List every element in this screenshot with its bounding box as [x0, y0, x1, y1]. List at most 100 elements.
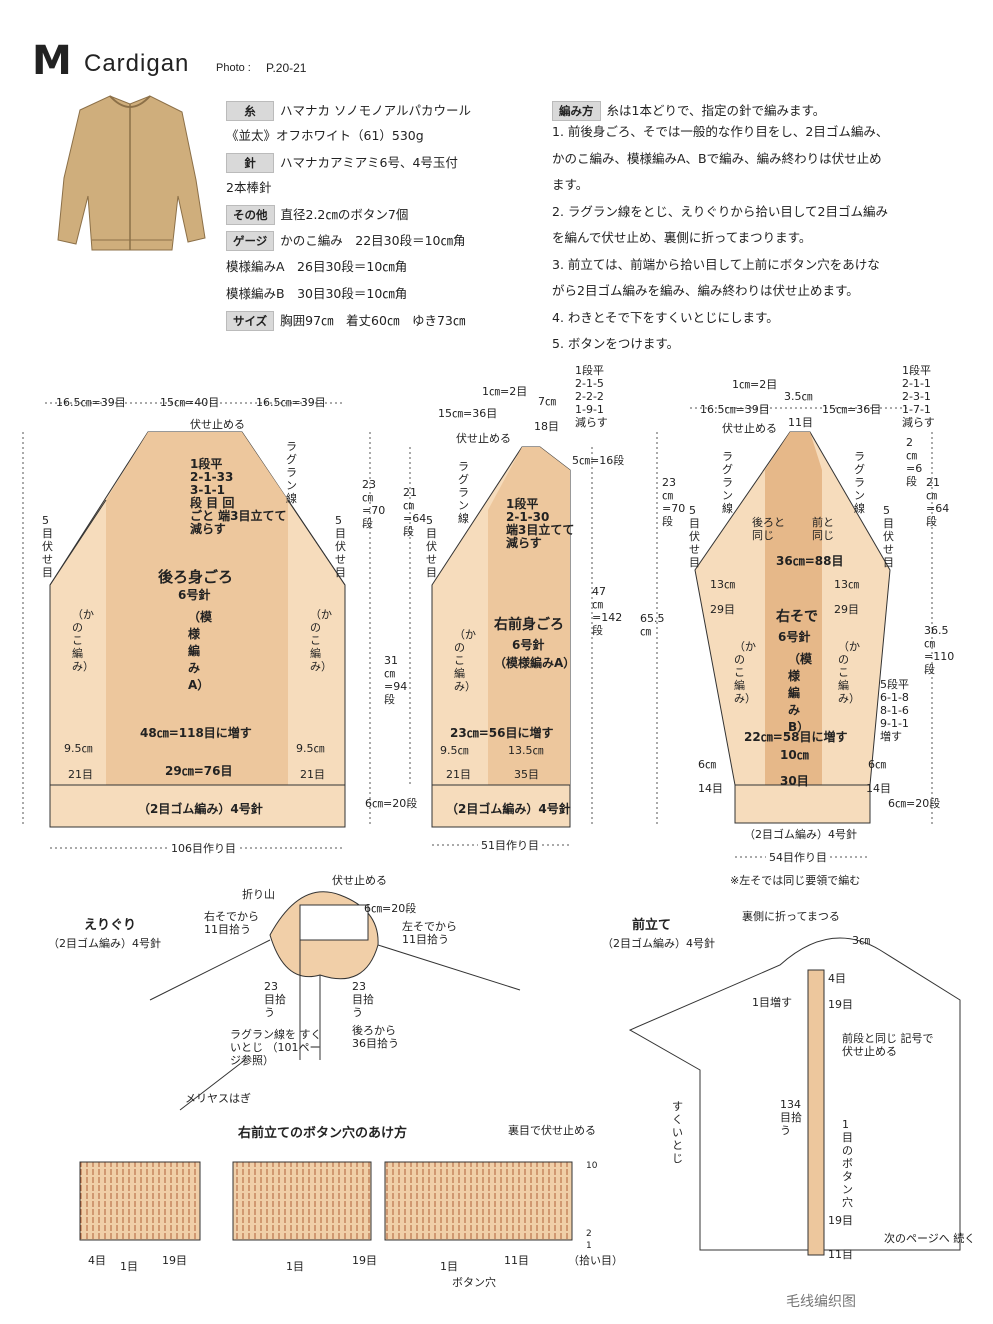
gauge-tag: ゲージ: [226, 231, 275, 251]
sleeve-bind-off: 伏せ止める: [722, 422, 777, 435]
dec-line: 端3目立てて: [506, 523, 575, 537]
method-tag: 編み方: [552, 101, 601, 121]
front-cast-on: 51目作り目: [478, 839, 542, 852]
size-tag: サイズ: [226, 311, 275, 331]
buttonhole-chart: [384, 1161, 573, 1241]
sleeve-raglan-left: ラグラン線: [722, 450, 733, 515]
other-tag: その他: [226, 205, 275, 225]
sleeve-edge-right2: 14目: [866, 782, 891, 795]
buttonhole-label: 11目: [504, 1254, 529, 1267]
cardigan-photo: [57, 95, 206, 251]
band-hole: 1目のボタン穴: [842, 1118, 853, 1209]
dec-line: 1段平: [190, 457, 223, 471]
dec-line: 1段平: [902, 364, 931, 377]
front-increase: 23㎝=56目に増す: [450, 726, 554, 740]
sleeve-left-w2: 29目: [710, 603, 735, 616]
band-title: 前立て: [632, 918, 672, 933]
front-top1: 1㎝=2目: [482, 385, 528, 398]
back-decrease: 1段平 2-1-33 3-1-1 段 目 回 ごと 端3目立てて 減らす: [190, 458, 287, 536]
buttonhole-chart: [79, 1161, 201, 1241]
sleeve-kanoko-right: （かのこ編み）: [838, 640, 860, 705]
front-decrease: 1段平 2-1-30 端3目立てて 減らす: [506, 498, 574, 550]
neck-sub: （2目ゴム編み）4号針: [48, 937, 161, 950]
sleeve-side-left: 5目伏せ目: [689, 504, 700, 569]
band-bind: 前段と同じ 記号で伏せ止める: [842, 1032, 934, 1058]
buttonhole-title: 右前立てのボタン穴のあけ方: [238, 1126, 408, 1141]
method-line: を編んで伏せ止め、裏側に折ってまつります。: [552, 230, 812, 245]
yarn-row-2: 《並太》オフホワイト（61）530g: [226, 128, 424, 143]
watermark: 毛线编织图: [786, 1294, 856, 1310]
neck-bind-off: 伏せ止める: [332, 874, 387, 887]
dec-line: 段 目 回: [190, 496, 235, 510]
sleeve-rib: （2目ゴム編み）4号針: [744, 828, 857, 841]
sleeve-right-w2: 29目: [834, 603, 859, 616]
back-increase: 48㎝=118目に増す: [140, 726, 252, 740]
method-header: 編み方糸は1本どりで、指定の針で編みます。: [552, 101, 825, 121]
front-bind-off: 伏せ止める: [456, 432, 511, 445]
front-raglan: ラグラン線: [458, 460, 469, 525]
back-left-w1: 9.5㎝: [64, 742, 93, 755]
sleeve-increase: 22㎝=58目に増す: [744, 730, 848, 744]
front-w3: 13.5㎝: [508, 744, 544, 757]
back-h1: 23㎝=70段: [362, 478, 386, 530]
buttonhole-row1: 1: [586, 1241, 592, 1251]
photo-label: Photo :: [216, 62, 251, 74]
size-text: 胸囲97㎝ 着丈60㎝ ゆき73㎝: [280, 313, 466, 328]
pattern-letter: M: [32, 38, 72, 84]
yarn-row: 糸ハマナカ ソノモノアルパカウール: [226, 101, 471, 121]
dec-line: 1段平: [575, 364, 604, 377]
buttonhole-row2: 2: [586, 1229, 592, 1239]
buttonhole-label: 1目: [440, 1260, 458, 1273]
sleeve-top4: 11目: [788, 416, 813, 429]
buttonhole-chart: [232, 1161, 372, 1241]
buttonhole-label: 1目: [286, 1260, 304, 1273]
back-left-w2: 21目: [68, 768, 93, 781]
inc-line: 6-1-8: [880, 691, 909, 704]
back-right-w2: 21目: [300, 768, 325, 781]
needle-tag: 針: [226, 153, 274, 173]
inc-line: 8-1-6: [880, 704, 909, 717]
back-pattern: （模様編みA）: [188, 610, 213, 692]
sleeve-top3: 16.5㎝=39目: [700, 403, 770, 416]
sleeve-needle: 6号針: [778, 630, 811, 644]
method-line: かのこ編み、模様編みA、Bで編み、編み終わりは伏せ止め: [552, 150, 882, 166]
back-top-left: 16.5㎝=39目: [56, 396, 126, 409]
neck-left-sleeve: 左そでから 11目拾う: [402, 920, 457, 946]
method-line: 5. ボタンをつけます。: [552, 336, 680, 351]
dec-line: ごと 端3目立てて: [190, 509, 287, 523]
sleeve-upper: 36㎝=88目: [776, 554, 844, 568]
band-seam: すくいとじ: [672, 1100, 683, 1165]
sleeve-left-w1: 13㎝: [710, 578, 735, 591]
other-text: 直径2.2㎝のボタン7個: [280, 207, 409, 222]
sleeve-edge-left2: 14目: [698, 782, 723, 795]
sleeve-back-same: 後ろと同じ: [752, 516, 785, 542]
back-mid-w: 29㎝=76目: [165, 764, 233, 778]
buttonhole-label: 1目: [120, 1260, 138, 1273]
sleeve-mid1: 10㎝: [780, 748, 809, 762]
method-line: ます。: [552, 177, 589, 192]
dec-line: 2-1-30: [506, 510, 550, 524]
gauge-a-row: 模様編みA 26目30段＝10㎝角: [226, 259, 408, 274]
band-sub: （2目ゴム編み）4号針: [602, 937, 715, 950]
inc-line: 5段平: [880, 678, 909, 691]
back-needle: 6号針: [178, 588, 211, 602]
dec-line: 減らす: [902, 416, 935, 429]
gauge-text: かのこ編み 22目30段＝10㎝角: [280, 233, 466, 248]
sleeve-mid2: 30目: [780, 774, 809, 788]
buttonhole-label: 19目: [162, 1254, 187, 1267]
dec-line: 2-1-33: [190, 470, 234, 484]
sleeve-h1: 2㎝=6段: [906, 436, 923, 488]
sleeve-edge-left1: 6㎝: [698, 758, 716, 771]
front-kanoko: （かのこ編み）: [454, 628, 476, 693]
sleeve-side-right: 5目伏せ目: [883, 504, 894, 569]
sleeve-name: 右そで: [776, 609, 818, 625]
sleeve-h2: 21㎝=64段: [926, 476, 950, 528]
dec-line: 減らす: [190, 522, 226, 536]
back-cast-on: 106目作り目: [168, 842, 239, 855]
neck-raglan: ラグラン線を すくいとじ （101ページ参照）: [230, 1028, 322, 1067]
band-fold: 裏側に折ってまつる: [742, 910, 840, 923]
method-line: 4. わきとそで下をすくいとじにします。: [552, 309, 779, 325]
method-line: がら2目ゴム編みを編み、編み終わりは伏せ止めます。: [552, 283, 859, 298]
sleeve-kanoko-left: （かのこ編み）: [734, 640, 756, 705]
front-top3: 15㎝=36目: [438, 407, 498, 420]
